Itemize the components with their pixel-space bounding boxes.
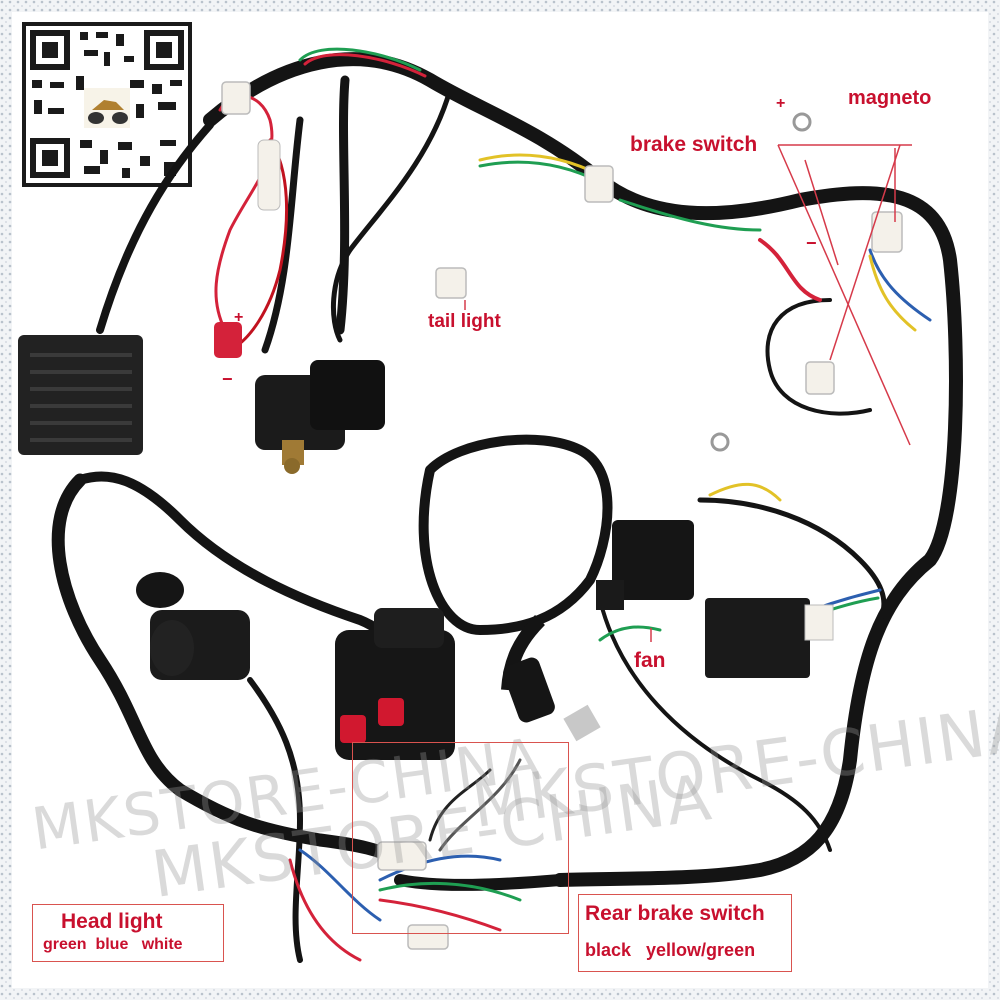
tail-light-label: tail light bbox=[428, 311, 501, 332]
ignition-coil bbox=[501, 520, 694, 742]
plus-label-left: + bbox=[234, 309, 244, 326]
colored-wires bbox=[214, 47, 932, 962]
starter-relay bbox=[255, 360, 385, 474]
brake-switch-label: brake switch bbox=[630, 133, 758, 156]
battery-connector bbox=[214, 322, 242, 358]
head-light-box: Head light green blue white bbox=[32, 904, 224, 962]
magneto-label: magneto bbox=[848, 87, 932, 109]
rear-brake-colors: black yellow/green bbox=[585, 940, 756, 960]
ignition-key-switch bbox=[136, 572, 250, 680]
head-light-colors: green blue white bbox=[43, 936, 183, 953]
qr-code bbox=[22, 22, 192, 187]
rear-brake-region bbox=[352, 742, 569, 934]
fuse-holder bbox=[257, 139, 281, 211]
plus-label-top: + bbox=[776, 95, 786, 112]
fan-label: fan bbox=[634, 649, 666, 672]
handlebar-switch bbox=[335, 608, 455, 760]
head-light-title: Head light bbox=[61, 910, 163, 933]
rear-brake-title: Rear brake switch bbox=[585, 902, 765, 925]
connectors bbox=[221, 81, 903, 950]
minus-label-top: − bbox=[806, 233, 817, 253]
minus-label-left: − bbox=[222, 369, 233, 389]
rear-brake-switch-box: Rear brake switch black yellow/green bbox=[578, 894, 792, 972]
ring-terminals bbox=[710, 112, 812, 452]
voltage-regulator bbox=[18, 335, 143, 455]
cdi-box bbox=[705, 598, 834, 678]
